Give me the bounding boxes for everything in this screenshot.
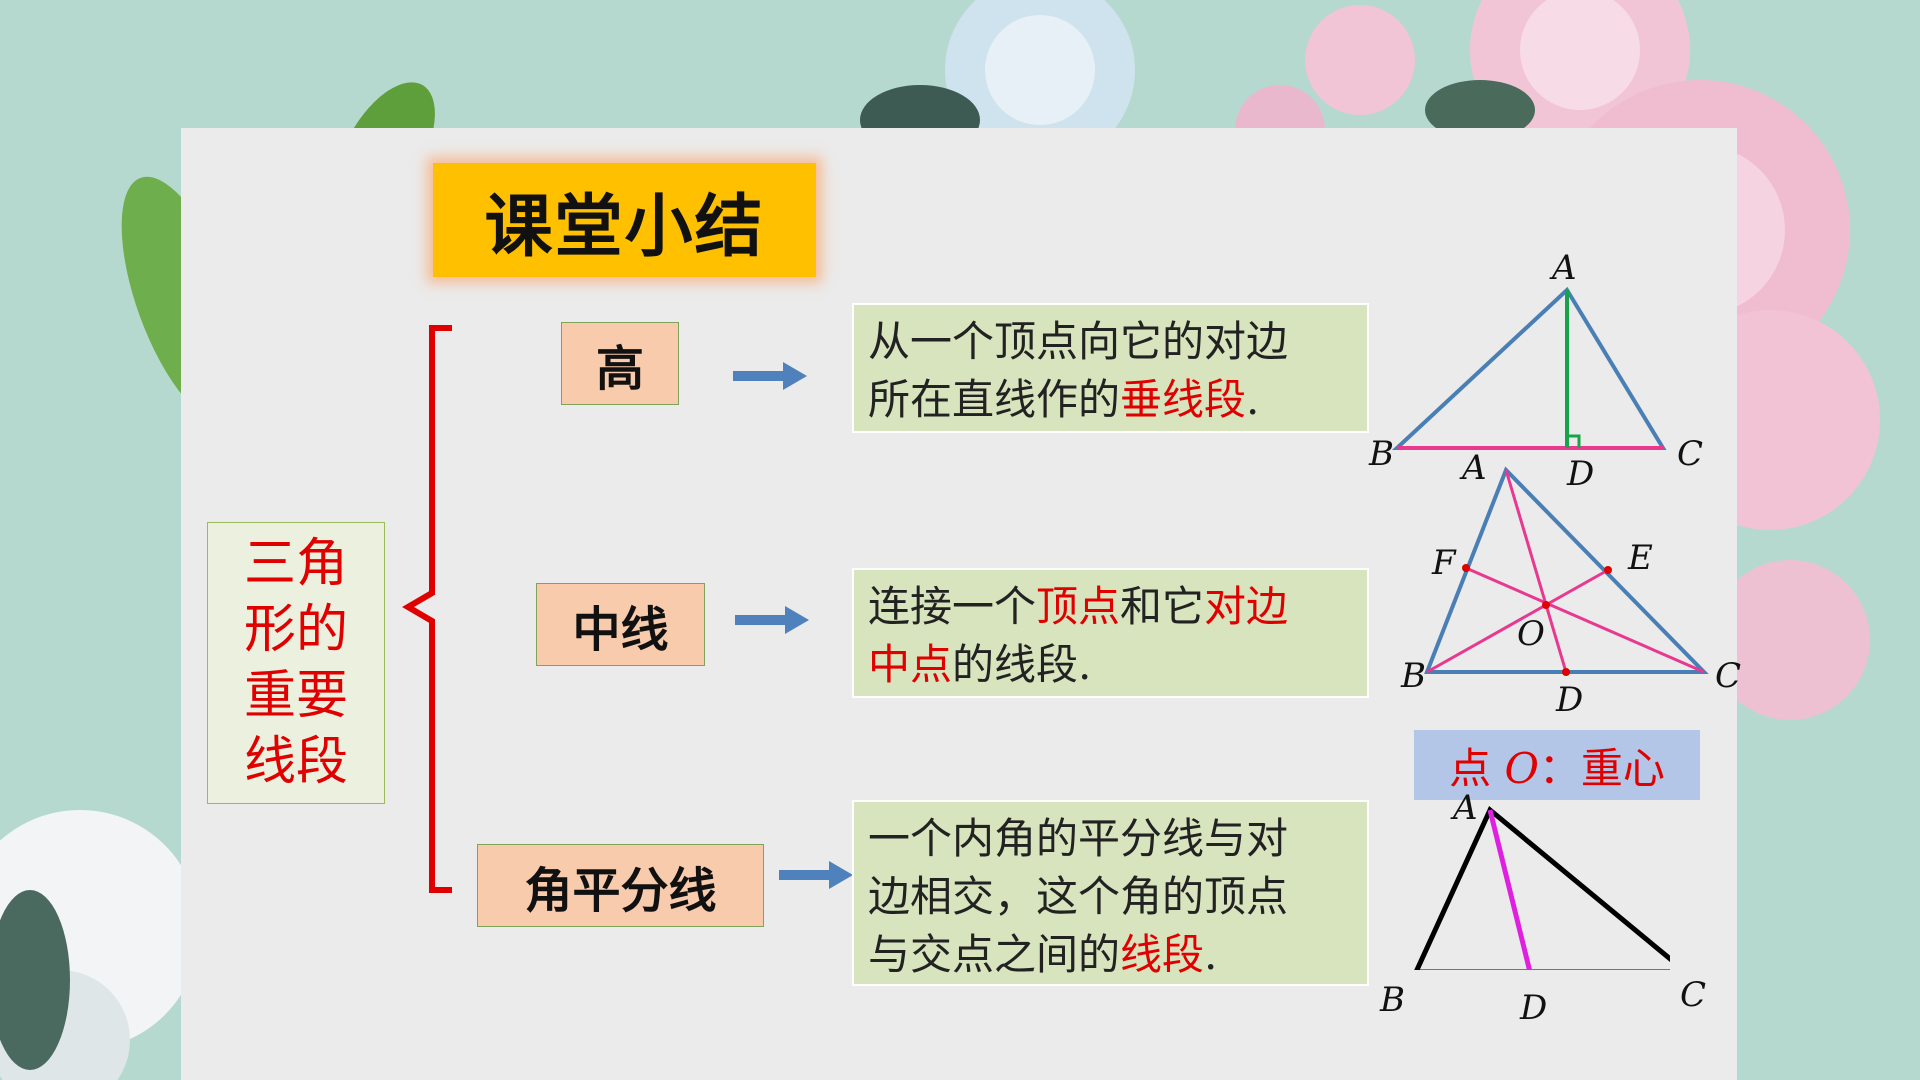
foot-label-d: D xyxy=(1567,454,1595,494)
vertex-label-a: A xyxy=(1552,248,1577,288)
vertex-label-c: C xyxy=(1715,656,1742,696)
slide-title-text: 课堂小结 xyxy=(484,187,765,267)
brace-icon xyxy=(402,325,452,893)
vertex-label-c: C xyxy=(1680,975,1707,1015)
vertex-label-a: A xyxy=(1453,788,1478,828)
altitude-figure xyxy=(1391,286,1667,450)
vertex-label-c: C xyxy=(1677,434,1704,474)
vertex-label-a: A xyxy=(1462,448,1487,488)
description-altitude: 从一个顶点向它的对边 所在直线作的垂线段. xyxy=(852,303,1369,433)
vertex-label-b: B xyxy=(1369,434,1394,474)
label-angle-bisector: 角平分线 xyxy=(477,844,764,927)
label-median: 中线 xyxy=(536,583,705,666)
centroid-label-o: O xyxy=(1517,614,1545,654)
foot-label-d: D xyxy=(1520,988,1548,1028)
midpoint-label-d: D xyxy=(1556,680,1584,720)
midpoint-label-f: F xyxy=(1432,543,1456,583)
triangle xyxy=(1414,805,1670,970)
vertex-label-b: B xyxy=(1401,656,1426,696)
description-angle-bisector: 一个内角的平分线与对 边相交，这个角的顶点 与交点之间的线段. xyxy=(852,800,1369,986)
main-topic-text: 三角形的重要线段 xyxy=(243,534,348,792)
triangle xyxy=(1391,286,1667,450)
arrow-icon xyxy=(779,861,853,889)
description-median: 连接一个顶点和它对边 中点的线段. xyxy=(852,568,1369,698)
arrow-icon xyxy=(735,606,809,634)
bisector-line xyxy=(1487,809,1533,970)
median-figure xyxy=(1424,466,1709,676)
centroid-note: 点 O：重心 xyxy=(1414,730,1700,800)
midpoint-label-e: E xyxy=(1628,538,1653,578)
centroid-note-text: 点 O：重心 xyxy=(1449,743,1665,793)
main-topic-box: 三角形的重要线段 xyxy=(207,522,385,804)
vertex-label-b: B xyxy=(1380,980,1405,1020)
label-altitude: 高 xyxy=(561,322,679,405)
slide-title: 课堂小结 xyxy=(433,163,816,277)
arrow-icon xyxy=(733,362,807,390)
angle-bisector-figure xyxy=(1414,805,1670,970)
